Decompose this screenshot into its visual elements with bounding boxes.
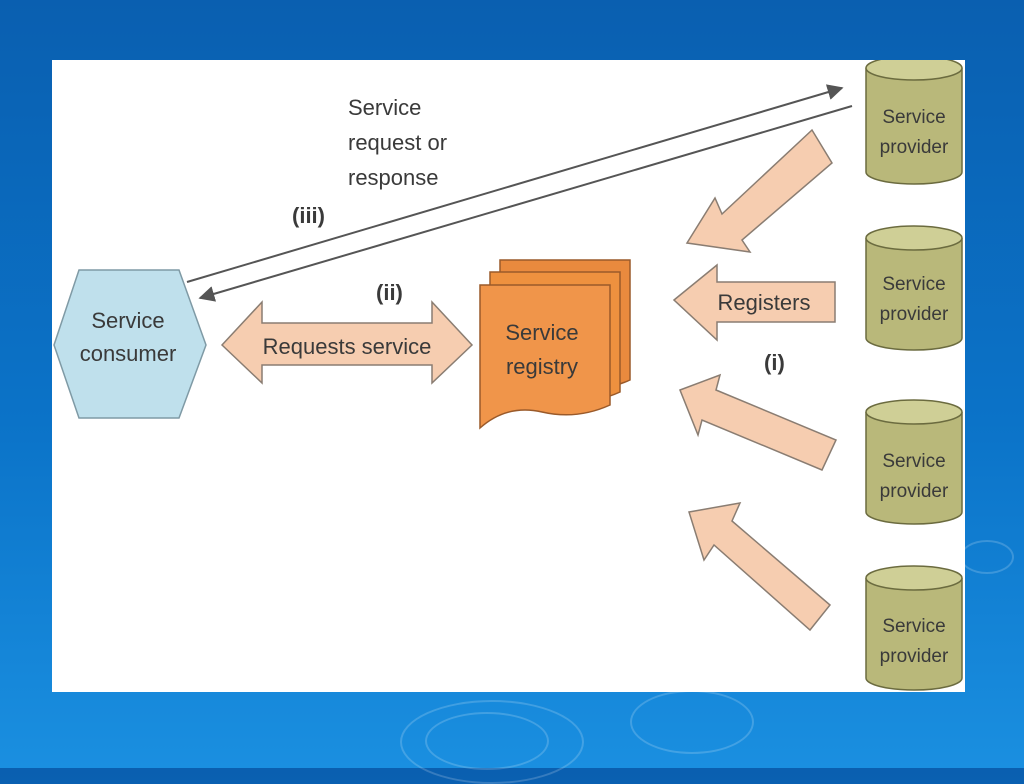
service-provider-1: Service provider <box>865 60 963 185</box>
service-consumer: Service consumer <box>53 269 207 419</box>
provider-4-label-line1: Service <box>882 616 945 637</box>
registry-label-line2: registry <box>506 354 578 379</box>
service-provider-2: Service provider <box>865 225 963 351</box>
soa-diagram: Service consumer Service request or resp… <box>53 60 963 691</box>
register-arrow-2: Registers <box>672 263 836 342</box>
background-ripple <box>630 690 754 754</box>
message-label-line1: Service <box>348 95 421 120</box>
requests-service-arrow: Requests service <box>220 300 474 385</box>
provider-4-label-line2: provider <box>880 646 949 667</box>
provider-1-label-line1: Service <box>882 107 945 128</box>
provider-2-label-line1: Service <box>882 274 945 295</box>
provider-3-label-line2: provider <box>880 481 949 502</box>
step1-marker: (i) <box>764 350 785 375</box>
background-ripple <box>960 540 1014 574</box>
request-line <box>186 84 844 283</box>
register-arrow-3 <box>679 373 838 471</box>
provider-2-label-line2: provider <box>880 304 949 325</box>
service-registry: Service registry <box>479 259 631 430</box>
background-ripple <box>425 712 549 770</box>
provider-1-label-line2: provider <box>880 137 949 158</box>
step3-marker: (iii) <box>292 203 325 228</box>
provider-3-label-line1: Service <box>882 451 945 472</box>
register-arrow-1 <box>685 128 833 253</box>
service-provider-4: Service provider <box>865 565 963 691</box>
registers-label: Registers <box>718 290 811 315</box>
consumer-label-line2: consumer <box>80 341 177 366</box>
registry-label-line1: Service <box>505 320 578 345</box>
message-label-line2: request or <box>348 130 447 155</box>
step2-marker: (ii) <box>376 280 403 305</box>
message-label-line3: response <box>348 165 439 190</box>
consumer-label-line1: Service <box>91 308 164 333</box>
register-arrow-4 <box>688 502 832 632</box>
diagram-canvas: Service consumer Service request or resp… <box>52 60 965 692</box>
service-provider-3: Service provider <box>865 399 963 525</box>
requests-service-label: Requests service <box>263 334 432 359</box>
response-line <box>198 105 853 302</box>
